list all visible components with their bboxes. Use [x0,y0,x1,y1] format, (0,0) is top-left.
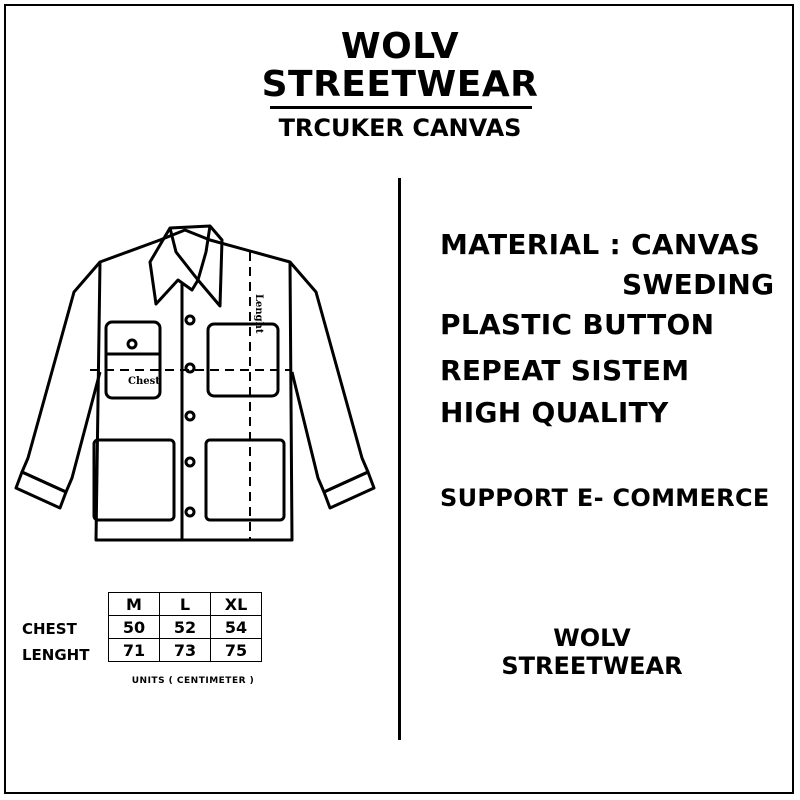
size-table: M L XL 50 52 54 71 73 75 [108,592,262,662]
size-cell: 50 [108,615,160,639]
size-cell: 73 [159,638,211,662]
front-button [184,506,196,518]
footer-brand-line2: STREETWEAR [501,652,683,680]
size-cell: 71 [108,638,160,662]
size-row-label-length: LENGHT [22,646,90,664]
size-cell: 75 [210,638,262,662]
size-cell: 54 [210,615,262,639]
size-row-label-chest: CHEST [22,620,77,638]
front-button [184,314,196,326]
front-button [184,410,196,422]
right-chest-pocket [206,322,280,398]
right-sleeve [288,261,370,494]
pocket-button [126,338,138,350]
left-cuff [14,470,68,510]
vertical-divider [398,178,401,740]
jacket-collar [148,224,224,308]
size-units-note: UNITS ( CENTIMETER ) [131,676,255,686]
size-row-length: 71 73 75 [108,638,262,662]
size-header-row: M L XL [108,592,262,616]
size-header: L [159,592,211,616]
spec-quality: HIGH QUALITY [440,396,669,429]
front-button [184,456,196,468]
brand-title-line1: WOLV [340,26,460,67]
right-cuff [322,470,376,510]
product-name: TRCUKER CANVAS [278,114,522,142]
length-label: Lenght [253,294,264,334]
right-lower-pocket [204,438,286,522]
spec-material-2: SWEDING [622,268,775,301]
left-lower-pocket [92,438,176,522]
spec-support: SUPPORT E- COMMERCE [440,484,770,512]
left-chest-pocket [104,320,162,400]
spec-material: MATERIAL : CANVAS [440,228,761,261]
chest-label: Chest [128,376,160,387]
size-row-chest: 50 52 54 [108,615,262,639]
footer-brand-line1: WOLV [553,624,631,652]
size-header: M [108,592,160,616]
page-border [4,4,794,794]
left-sleeve [20,261,102,494]
size-cell: 52 [159,615,211,639]
spec-system: REPEAT SISTEM [440,354,690,387]
brand-title-line2: STREETWEAR [261,64,539,105]
brand-underline [270,106,532,109]
jacket-diagram: Chest Lenght [14,224,376,542]
size-header: XL [210,592,262,616]
spec-button: PLASTIC BUTTON [440,308,715,341]
